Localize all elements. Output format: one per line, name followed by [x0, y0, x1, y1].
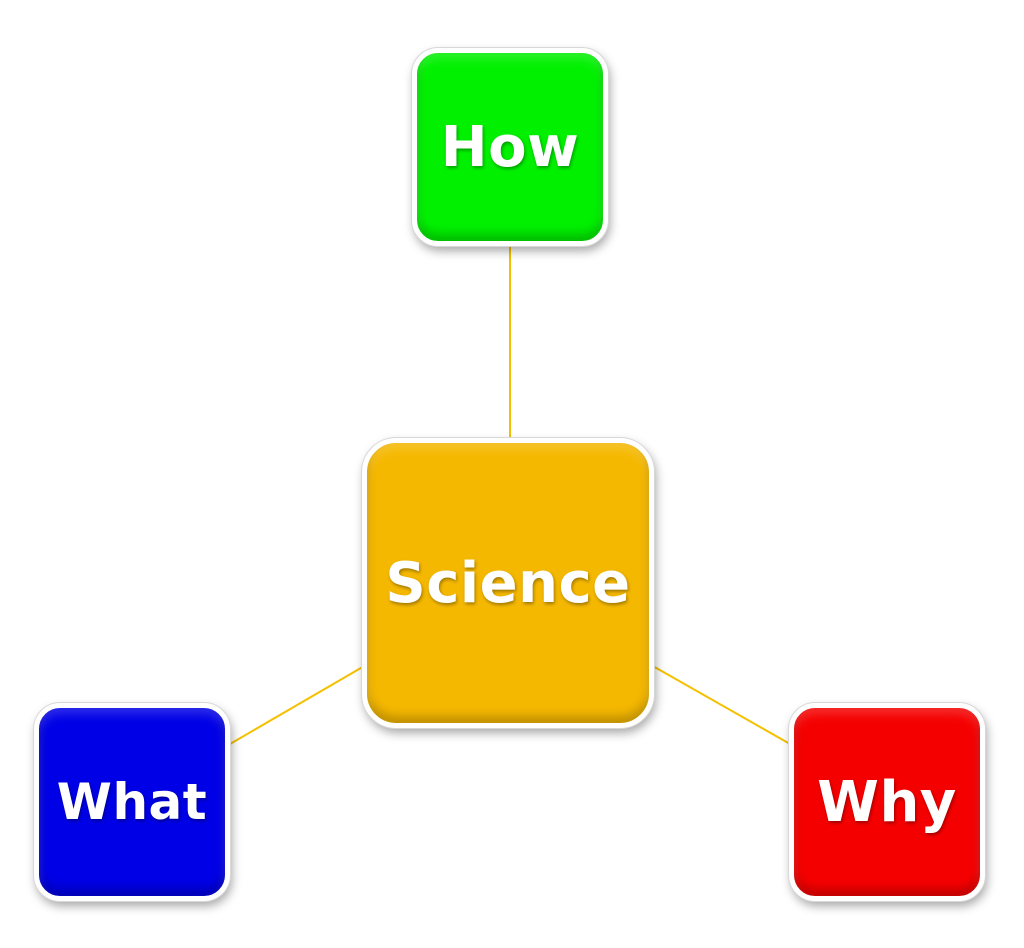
- node-why: Why: [789, 703, 985, 901]
- node-what-label: What: [56, 773, 208, 831]
- node-what: What: [34, 703, 230, 901]
- connector-center-why: [650, 664, 791, 745]
- node-how: How: [412, 48, 608, 246]
- node-how-label: How: [440, 114, 580, 180]
- node-science: Science: [362, 438, 654, 728]
- node-science-label: Science: [385, 550, 631, 616]
- connector-center-what: [229, 664, 367, 745]
- node-why-label: Why: [817, 769, 957, 835]
